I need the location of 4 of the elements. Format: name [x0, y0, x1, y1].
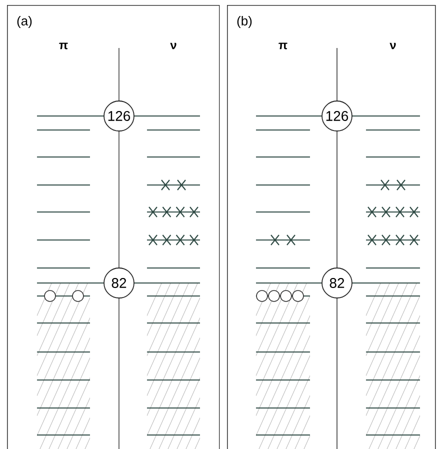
- column-label: π: [59, 42, 68, 50]
- column-label: π: [278, 42, 288, 50]
- column-label: ν: [170, 42, 176, 50]
- column-label: ν: [390, 42, 396, 50]
